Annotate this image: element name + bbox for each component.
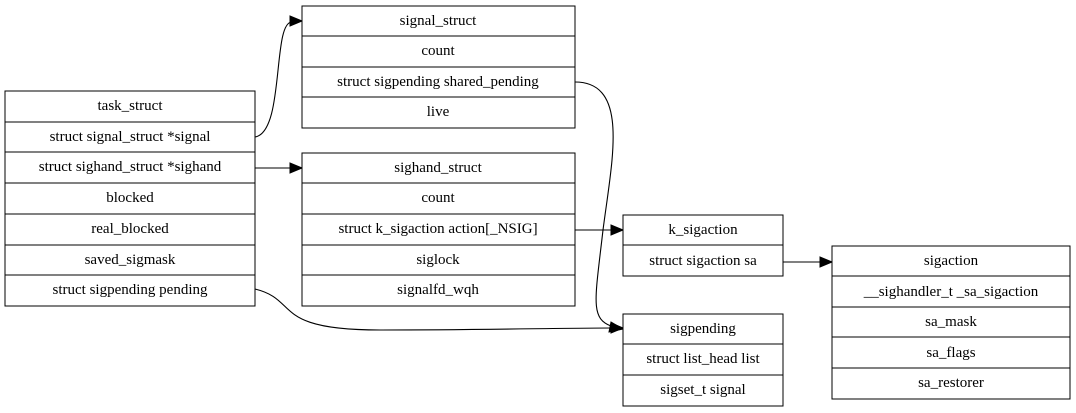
field-signal: sigset_t signal [660,382,745,398]
node-signal-struct: signal_struct count struct sigpending sh… [301,5,576,129]
field-sighand: struct sighand_struct *sighand [39,159,222,175]
node-title: signal_struct [400,13,477,29]
field-sa-sigaction: __sighandler_t _sa_sigaction [863,284,1039,300]
field-count: count [421,43,455,59]
node-sighand-struct: sighand_struct count struct k_sigaction … [301,152,576,307]
field-list: struct list_head list [646,351,760,367]
edge-signal-to-signal-struct [254,15,304,138]
node-sigpending: sigpending struct list_head list sigset_… [622,313,784,407]
edge-shared-pending-to-sigpending [574,81,625,333]
field-sa-restorer: sa_restorer [918,375,984,391]
field-sa-flags: sa_flags [926,345,975,361]
node-box [4,90,256,307]
field-blocked: blocked [106,190,154,206]
node-title: task_struct [98,98,164,114]
node-box [622,313,784,407]
field-sa-mask: sa_mask [925,314,977,330]
edge-action-to-k-sigaction [575,224,625,236]
node-task-struct: task_struct struct signal_struct *signal… [4,90,256,307]
field-signal: struct signal_struct *signal [50,129,211,145]
edge-sighand-to-sighand-struct [255,162,304,174]
field-signalfd-wqh: signalfd_wqh [397,282,479,298]
field-real-blocked: real_blocked [91,221,169,237]
node-title: sigaction [924,253,979,269]
field-count: count [421,190,455,206]
node-title: sighand_struct [394,160,482,176]
node-k-sigaction: k_sigaction struct sigaction sa [622,214,784,277]
field-pending: struct sigpending pending [53,282,208,298]
field-sa: struct sigaction sa [649,253,757,269]
field-action: struct k_sigaction action[_NSIG] [338,221,537,237]
node-box [301,152,576,307]
node-title: k_sigaction [668,222,738,238]
node-title: sigpending [670,321,736,337]
field-live: live [427,104,450,120]
field-saved-sigmask: saved_sigmask [85,252,176,268]
field-siglock: siglock [416,252,460,268]
edges [254,15,834,334]
edge-sa-to-sigaction [783,256,834,268]
node-box [831,245,1071,400]
node-sigaction: sigaction __sighandler_t _sa_sigaction s… [831,245,1071,400]
field-shared-pending: struct sigpending shared_pending [337,74,539,90]
